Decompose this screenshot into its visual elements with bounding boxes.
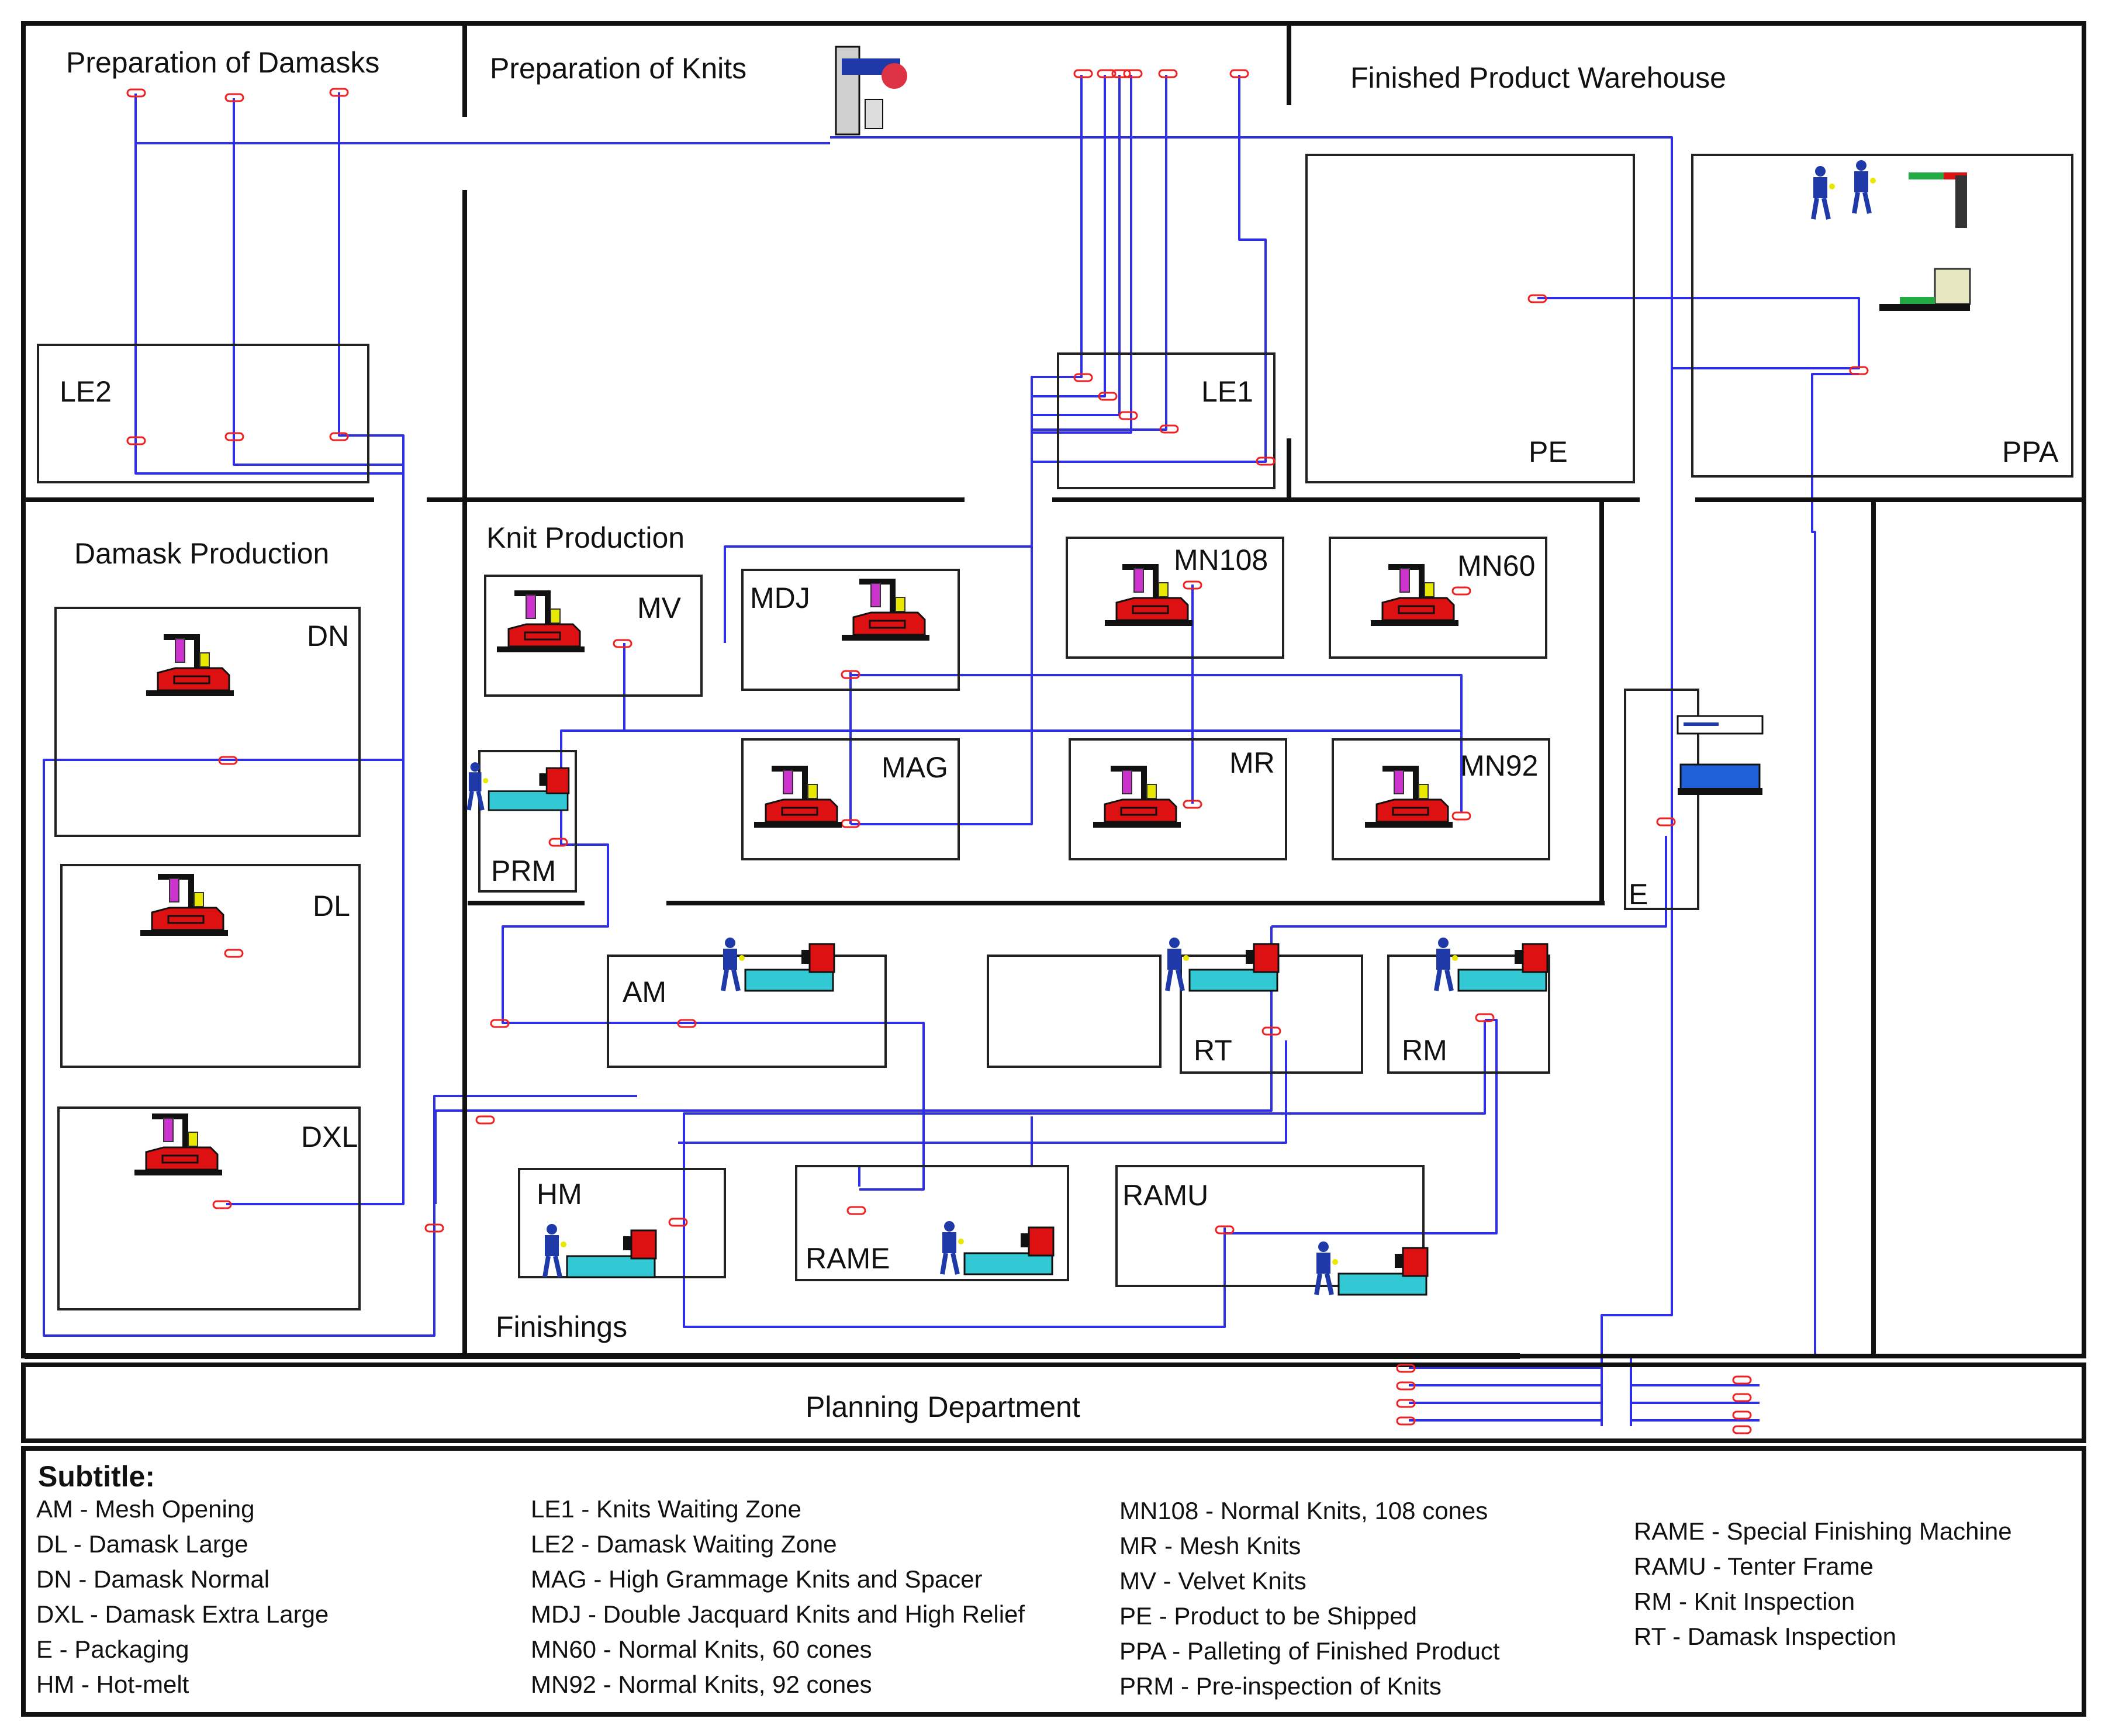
legend-title: Subtitle:: [38, 1460, 155, 1493]
legend-column-3: MN108 - Normal Knits, 108 cones MR - Mes…: [1119, 1493, 1500, 1704]
legend-item: PE - Product to be Shipped: [1119, 1602, 1417, 1630]
legend-item: HM - Hot-melt: [36, 1671, 189, 1698]
station-le2: LE2: [60, 375, 112, 408]
station-mn60: MN60: [1457, 549, 1536, 582]
station-dxl: DXL: [301, 1121, 358, 1153]
legend-item: MN92 - Normal Knits, 92 cones: [531, 1671, 872, 1698]
legend-item: RAMU - Tenter Frame: [1634, 1552, 1874, 1580]
station-am: AM: [623, 976, 666, 1008]
area-planning: Planning Department: [806, 1391, 1080, 1423]
mv-box: [484, 575, 703, 697]
conveyor-nodes: [126, 69, 1869, 1434]
area-warehouse: Finished Product Warehouse: [1350, 61, 1726, 94]
legend-item: RM - Knit Inspection: [1634, 1588, 1855, 1615]
station-mdj: MDJ: [750, 582, 810, 614]
empty-box: [987, 955, 1162, 1068]
mr-box: [1069, 738, 1287, 860]
le2-box: [37, 344, 369, 483]
dxl-box: [57, 1106, 361, 1310]
station-le1: LE1: [1201, 375, 1253, 408]
legend-item: MAG - High Grammage Knits and Spacer: [531, 1565, 983, 1593]
ppa-box: [1691, 154, 2073, 478]
legend-item: PPA - Palleting of Finished Product: [1119, 1637, 1500, 1665]
mdj-box: [741, 569, 960, 691]
legend-item: MN108 - Normal Knits, 108 cones: [1119, 1497, 1488, 1524]
chimney-icon: [835, 46, 907, 136]
station-mag: MAG: [882, 751, 948, 784]
operator-station-icon: [469, 762, 1547, 1295]
station-rt: RT: [1194, 1034, 1232, 1067]
area-damask-production: Damask Production: [74, 537, 330, 570]
area-prep-damasks: Preparation of Damasks: [66, 46, 380, 79]
station-ppa: PPA: [2002, 435, 2059, 468]
rm-box: [1387, 955, 1550, 1074]
legend-item: LE1 - Knits Waiting Zone: [531, 1495, 801, 1523]
legend-column-1: AM - Mesh Opening DL - Damask Large DN -…: [36, 1492, 329, 1702]
legend: Subtitle: AM - Mesh Opening DL - Damask …: [23, 1453, 2081, 1716]
legend-item: MDJ - Double Jacquard Knits and High Rel…: [531, 1600, 1025, 1628]
mn108-box: [1066, 537, 1284, 659]
building-walls: [21, 21, 2086, 1717]
legend-item: DN - Damask Normal: [36, 1565, 270, 1593]
prm-box: [478, 750, 577, 893]
legend-item: RAME - Special Finishing Machine: [1634, 1517, 2012, 1545]
legend-item: MR - Mesh Knits: [1119, 1532, 1301, 1559]
legend-item: DXL - Damask Extra Large: [36, 1600, 329, 1628]
station-ramu: RAMU: [1122, 1179, 1209, 1212]
legend-item: LE2 - Damask Waiting Zone: [531, 1530, 837, 1558]
dl-box: [60, 864, 361, 1068]
area-knit-production: Knit Production: [486, 521, 685, 554]
station-prm: PRM: [491, 855, 557, 887]
am-box: [607, 955, 887, 1068]
mn60-box: [1329, 537, 1547, 659]
station-mr: MR: [1229, 746, 1275, 779]
packaging-scale-icon: [1678, 763, 1762, 795]
dn-box: [54, 607, 361, 837]
flow-paths: [43, 75, 1860, 1426]
legend-column-2: LE1 - Knits Waiting Zone LE2 - Damask Wa…: [531, 1492, 1025, 1702]
station-pe: PE: [1529, 435, 1568, 468]
legend-column-4: RAME - Special Finishing Machine RAMU - …: [1634, 1514, 2012, 1654]
legend-item: DL - Damask Large: [36, 1530, 248, 1558]
mn92-box: [1332, 738, 1550, 860]
legend-item: AM - Mesh Opening: [36, 1495, 255, 1523]
pe-box: [1305, 154, 1635, 483]
station-e: E: [1629, 878, 1648, 911]
station-mn108: MN108: [1174, 544, 1268, 576]
rame-box: [795, 1165, 1069, 1281]
station-hm: HM: [537, 1178, 582, 1211]
legend-item: PRM - Pre-inspection of Knits: [1119, 1672, 1442, 1700]
station-dn: DN: [307, 620, 350, 652]
station-dl: DL: [313, 890, 350, 922]
ramu-box: [1115, 1165, 1425, 1287]
printer-icon: [1677, 715, 1764, 735]
station-boxes: [37, 154, 2073, 1310]
station-mn92: MN92: [1460, 749, 1539, 782]
e-box: [1624, 689, 1699, 910]
station-rame: RAME: [806, 1242, 890, 1275]
legend-item: MN60 - Normal Knits, 60 cones: [531, 1635, 872, 1663]
le1-box: [1057, 352, 1276, 489]
station-rm: RM: [1402, 1034, 1447, 1067]
worker-icon: [1813, 160, 1971, 311]
legend-item: MV - Velvet Knits: [1119, 1567, 1306, 1595]
knitting-machine-icon: [133, 563, 1460, 1177]
legend-item: RT - Damask Inspection: [1634, 1623, 1896, 1650]
area-finishings: Finishings: [496, 1310, 628, 1343]
legend-item: E - Packaging: [36, 1635, 189, 1663]
mag-box: [741, 738, 960, 860]
station-mv: MV: [637, 592, 681, 624]
area-prep-knits: Preparation of Knits: [490, 52, 747, 85]
